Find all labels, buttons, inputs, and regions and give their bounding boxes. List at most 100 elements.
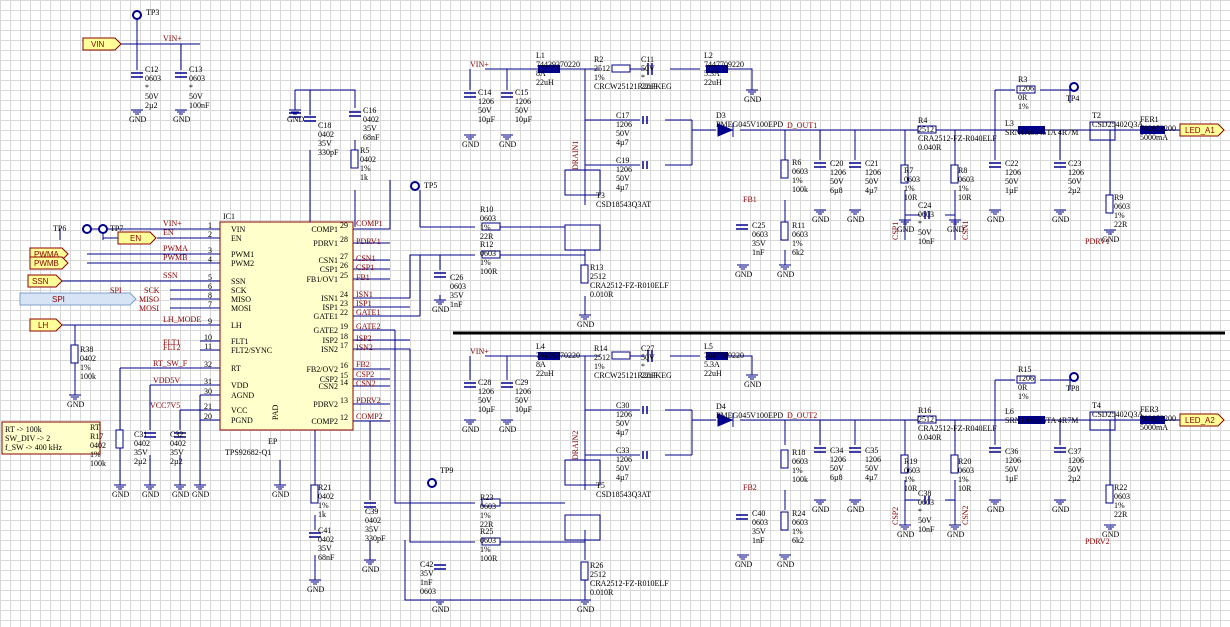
resistor-r25[interactable] [481, 537, 501, 546]
ic-pin-name: FB1/OV1 [306, 275, 338, 284]
ground-label: GND [847, 215, 865, 224]
ferrite-fer1[interactable] [1140, 126, 1165, 134]
resistor-r11[interactable] [780, 221, 789, 241]
inductor-l2[interactable] [706, 65, 728, 73]
inductor-l6[interactable] [1018, 416, 1045, 424]
port-pwmb[interactable] [29, 256, 69, 270]
ic-pin-name: CSP1 [320, 265, 338, 274]
resistor-r12[interactable] [481, 250, 501, 259]
part-label-r22: 0603 [1114, 492, 1130, 501]
part-label-r15: 1% [1018, 392, 1029, 401]
part-label-c35: 50V [865, 464, 879, 473]
part-label-c26: 1nF [450, 300, 463, 309]
resistor-r5[interactable] [350, 149, 359, 169]
ic-body[interactable] [219, 221, 354, 431]
resistor-r6[interactable] [780, 159, 789, 179]
inductor-l4[interactable] [538, 352, 560, 360]
part-label-l2: 5.3A [704, 69, 720, 78]
port-vin[interactable] [82, 37, 122, 51]
ground-symbol [501, 134, 513, 140]
resistor-r19[interactable] [900, 454, 909, 474]
resistor-r24[interactable] [780, 511, 789, 531]
part-label-c29: C29 [515, 378, 528, 387]
testpoint-tp3[interactable] [132, 10, 142, 20]
part-label-r16: 2512 [918, 415, 934, 424]
resistor-r10[interactable] [481, 222, 501, 231]
ic-pin-number: 26 [340, 261, 348, 270]
part-label-r21: R21 [318, 483, 331, 492]
resistor-r14[interactable] [611, 351, 631, 360]
resistor-r26[interactable] [580, 561, 589, 581]
mosfet-t3-lower[interactable] [564, 224, 601, 251]
part-label-c40: 1nF [752, 536, 765, 545]
testpoint-tp7[interactable] [98, 224, 108, 234]
resistor-r38[interactable] [70, 344, 79, 364]
resistor-r3[interactable] [1016, 85, 1036, 94]
part-label-r3: 0R [1018, 93, 1028, 102]
mosfet-t5-upper[interactable] [564, 459, 601, 486]
mosfet-t2[interactable] [1089, 121, 1116, 141]
port-en[interactable] [117, 231, 157, 245]
port-ssn[interactable] [27, 274, 63, 288]
net-en-ic: EN [163, 228, 174, 237]
resistor-r16[interactable] [917, 415, 937, 424]
testpoint-tp8[interactable] [1069, 372, 1079, 382]
resistor-r8[interactable] [950, 164, 959, 184]
testpoint-tp5[interactable] [410, 181, 420, 191]
mosfet-t5-lower[interactable] [564, 514, 601, 541]
part-label-c27: C27 [641, 344, 654, 353]
ferrite-fer3[interactable] [1140, 416, 1165, 424]
testpoint-tp9[interactable] [427, 478, 437, 488]
net-csn1: CSN1 [356, 254, 376, 263]
net-csp2: CSP2 [356, 370, 374, 379]
ground-label: GND [173, 115, 191, 124]
resistor-r21[interactable] [310, 484, 319, 504]
inductor-l5[interactable] [706, 352, 728, 360]
mosfet-t3-upper[interactable] [564, 169, 601, 196]
part-label-r13: CRA2512-FZ-R010ELF [590, 281, 669, 290]
ground-label: GND [897, 530, 915, 539]
part-label-c13: 100nF [189, 101, 210, 110]
ground-label: GND [777, 560, 795, 569]
ic-pin-number: 21 [204, 402, 212, 411]
part-label-c30: 1206 [616, 410, 632, 419]
port-led-a1[interactable] [1179, 123, 1225, 137]
part-label-c19: C19 [616, 156, 629, 165]
inductor-l1[interactable] [538, 65, 560, 73]
diode-d4[interactable] [717, 413, 734, 427]
part-label-c41: 35V [318, 544, 332, 553]
ground-label: GND [192, 490, 210, 499]
part-label-c23: 1206 [1068, 168, 1084, 177]
resistor-r13[interactable] [580, 264, 589, 284]
resistor-r2[interactable] [611, 64, 631, 73]
part-label-c25: 0603 [752, 230, 768, 239]
testpoint-tp6[interactable] [82, 224, 92, 234]
resistor-r4[interactable] [917, 125, 937, 134]
resistor-r23[interactable] [481, 498, 501, 507]
part-label-r25: 0603 [480, 536, 496, 545]
resistor-r22[interactable] [1105, 484, 1114, 504]
resistor-r15[interactable] [1016, 375, 1036, 384]
net-pdrv2: PDRV2 [356, 396, 381, 405]
part-label-c26: C26 [450, 273, 463, 282]
diode-d3[interactable] [717, 123, 734, 137]
part-label-c12: 0603 [145, 74, 161, 83]
tp8-label: TP8 [1066, 384, 1079, 393]
testpoint-tp4[interactable] [1069, 82, 1079, 92]
part-label-r8: R8 [958, 166, 967, 175]
resistor-r17[interactable] [115, 429, 124, 449]
part-label-c39: 0402 [365, 516, 381, 525]
port-spi[interactable] [19, 292, 137, 306]
port-led-a2[interactable] [1179, 413, 1225, 427]
port-lh[interactable] [29, 318, 63, 332]
inductor-l3[interactable] [1018, 126, 1045, 134]
resistor-r20[interactable] [950, 454, 959, 474]
resistor-r9[interactable] [1105, 194, 1114, 214]
part-label-c11: 22uF [641, 82, 658, 91]
ic-pad: PAD [271, 405, 280, 420]
net-comp2: COMP2 [356, 412, 383, 421]
mosfet-t4[interactable] [1089, 411, 1116, 431]
resistor-r7[interactable] [900, 164, 909, 184]
resistor-r18[interactable] [780, 449, 789, 469]
